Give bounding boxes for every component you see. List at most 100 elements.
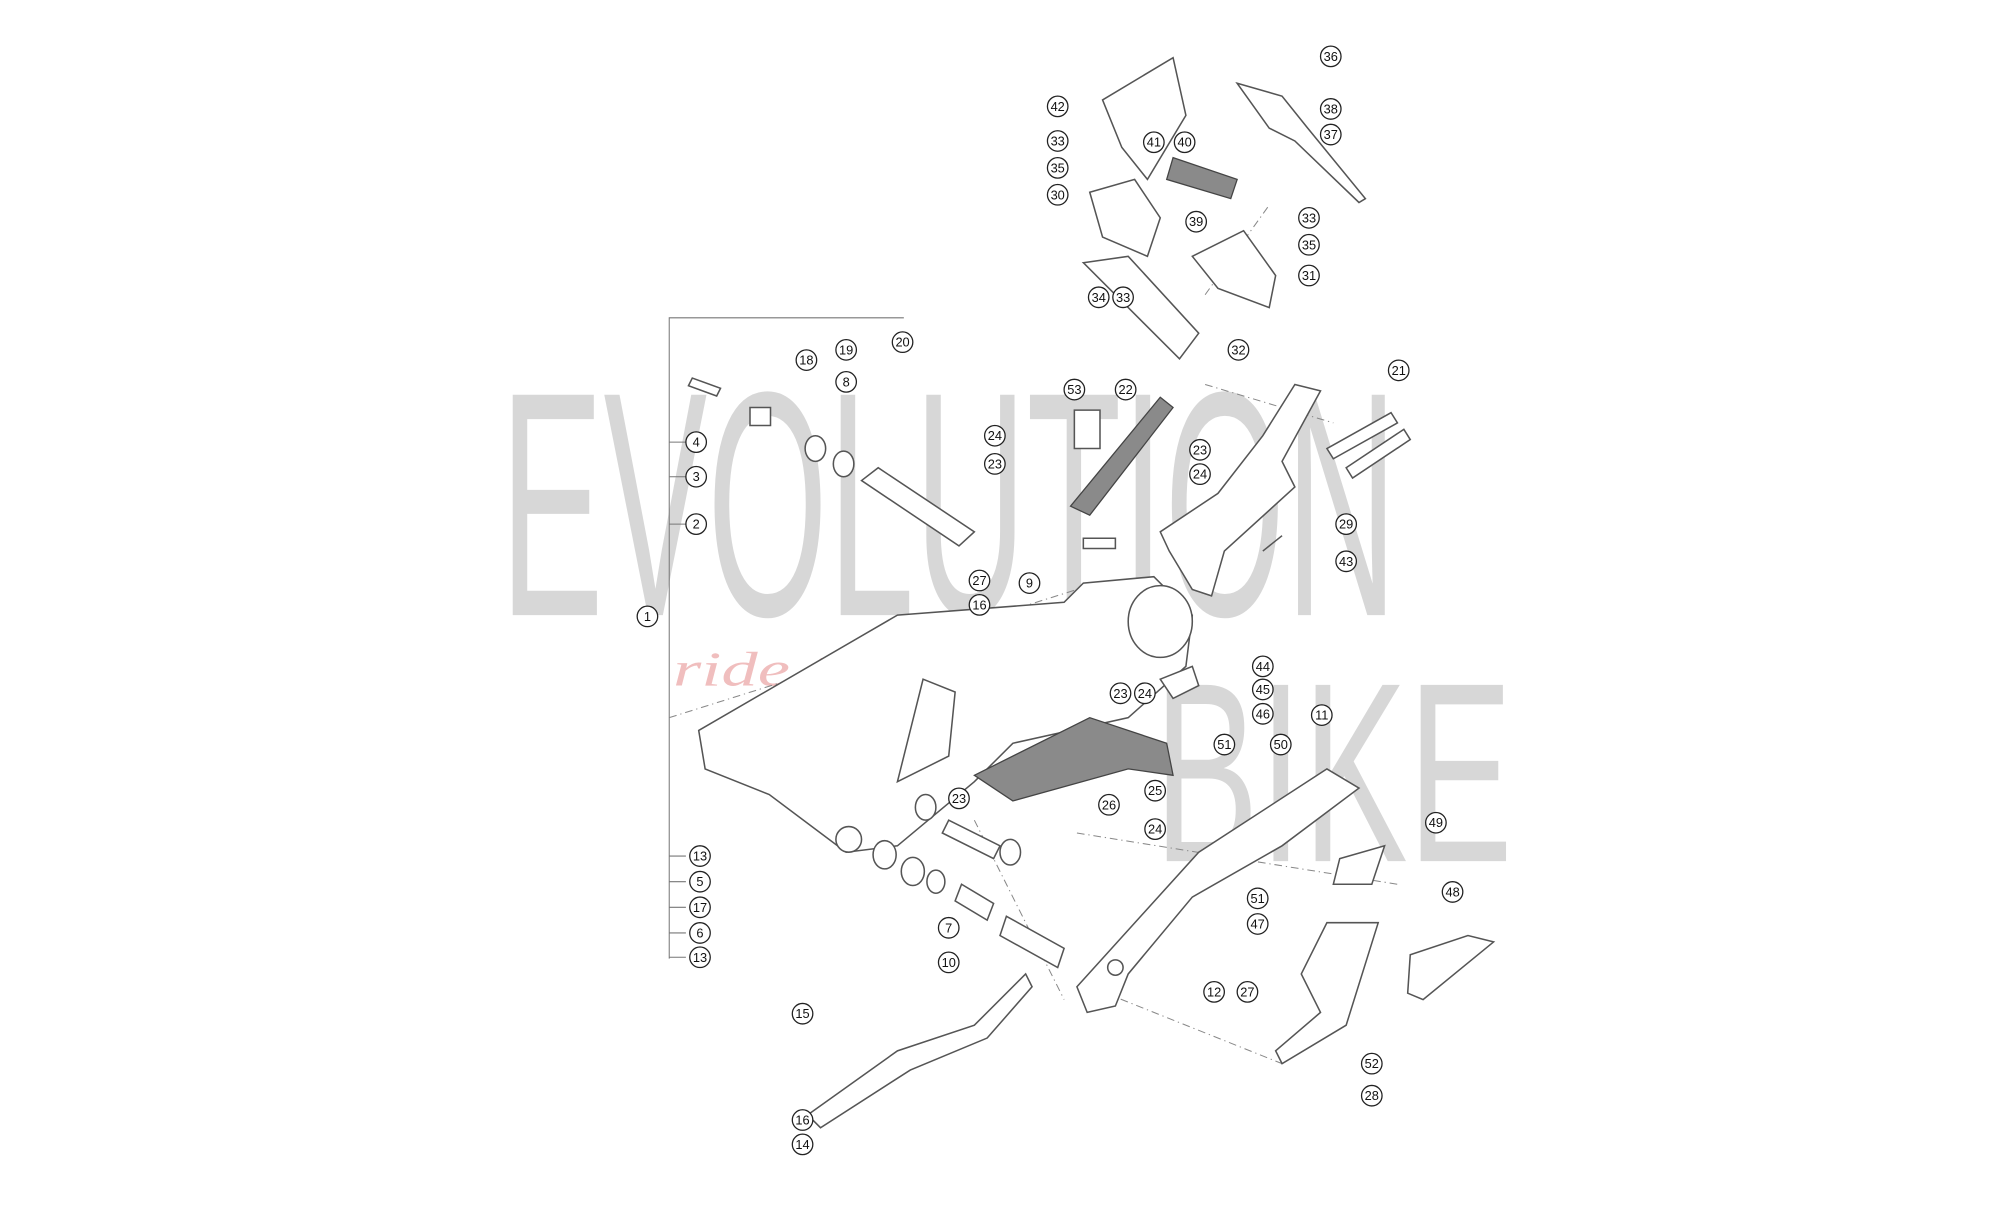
callout-number: 38: [1324, 101, 1338, 116]
callout-43: 43: [1335, 550, 1358, 573]
callout-circle: [1251, 702, 1274, 725]
callout-circle: [948, 787, 970, 810]
callout-number: 1: [644, 609, 651, 624]
callout-35: 35: [1046, 156, 1069, 179]
callout-number: 3: [693, 469, 700, 484]
callout-circle: [1046, 183, 1069, 206]
callout-number: 50: [1274, 737, 1288, 752]
callout-18: 18: [795, 349, 818, 371]
callout-circle: [689, 845, 711, 867]
callout-circle: [1046, 95, 1069, 118]
callout-circle: [835, 338, 858, 361]
callout-circle: [835, 370, 858, 393]
callout-circle: [1114, 378, 1137, 401]
callout-number: 33: [1302, 210, 1316, 225]
callout-number: 18: [799, 353, 813, 368]
callout-10: 10: [937, 951, 960, 974]
callout-circle: [1425, 811, 1447, 834]
callout-28: 28: [1360, 1084, 1383, 1107]
plate-holder: [1235, 81, 1367, 204]
callout-circle: [1298, 206, 1320, 229]
callout-number: 24: [1138, 686, 1152, 701]
callout-circle: [1087, 286, 1110, 309]
callout-27: 27: [1236, 980, 1259, 1003]
callout-19: 19: [835, 338, 858, 361]
callout-number: 39: [1189, 214, 1203, 229]
callout-number: 21: [1392, 363, 1406, 378]
callout-number: 47: [1251, 916, 1265, 931]
callout-circle: [937, 916, 960, 939]
callout-13: 13: [689, 946, 711, 969]
callout-number: 32: [1231, 342, 1245, 357]
callout-circle: [968, 593, 991, 616]
callout-circle: [1310, 704, 1333, 726]
callout-number: 9: [1026, 576, 1033, 591]
callout-36: 36: [1319, 45, 1342, 68]
callout-number: 30: [1051, 187, 1065, 202]
callout-number: 17: [693, 900, 707, 915]
callout-circle: [1269, 733, 1292, 756]
callout-circle: [791, 1002, 814, 1025]
callout-circle: [795, 349, 818, 371]
callout-number: 25: [1148, 783, 1162, 798]
callout-circle: [1189, 438, 1211, 461]
callout-51: 51: [1246, 887, 1269, 910]
callout-24: 24: [1189, 463, 1211, 486]
swingarm-body: [697, 575, 1194, 854]
callout-46: 46: [1251, 702, 1274, 725]
callout-number: 12: [1207, 984, 1221, 999]
callout-number: 33: [1051, 133, 1065, 148]
callout-48: 48: [1441, 881, 1464, 903]
callout-31: 31: [1298, 264, 1320, 287]
callout-32: 32: [1227, 338, 1250, 361]
callout-number: 5: [696, 874, 703, 889]
callout-circle: [1246, 913, 1269, 935]
callout-number: 28: [1365, 1088, 1379, 1103]
callout-circle: [1335, 513, 1358, 536]
callout-13: 13: [689, 845, 711, 867]
callout-circle: [689, 896, 711, 919]
callout-22: 22: [1114, 378, 1137, 401]
chain-guard-lower: [1076, 768, 1361, 1014]
callout-number: 33: [1116, 290, 1130, 305]
callout-number: 53: [1067, 382, 1081, 397]
callout-number: 26: [1102, 797, 1116, 812]
callout-circle: [1441, 881, 1464, 903]
callout-number: 49: [1429, 815, 1443, 830]
callout-38: 38: [1319, 98, 1342, 120]
callout-circle: [1251, 678, 1274, 701]
callout-number: 13: [693, 849, 707, 864]
callout-9: 9: [1018, 572, 1041, 594]
subframe-bracket: [1159, 383, 1322, 597]
callout-circle: [1109, 682, 1132, 705]
callout-circle: [685, 513, 708, 536]
callout-circle: [636, 605, 659, 628]
callout-number: 31: [1302, 268, 1316, 283]
callout-16: 16: [968, 593, 991, 616]
callout-number: 24: [988, 428, 1002, 443]
callout-number: 20: [895, 335, 909, 350]
callout-3: 3: [685, 465, 708, 488]
callout-23: 23: [1109, 682, 1132, 705]
callout-8: 8: [835, 370, 858, 393]
callout-4: 4: [685, 431, 708, 454]
chain-slider: [973, 716, 1174, 802]
callout-number: 13: [693, 950, 707, 965]
callout-circle: [685, 431, 708, 454]
callout-number: 16: [972, 597, 986, 612]
callout-21: 21: [1387, 359, 1410, 382]
callout-number: 34: [1092, 290, 1106, 305]
callout-number: 16: [795, 1113, 809, 1128]
callout-number: 2: [693, 517, 700, 532]
callout-circle: [1298, 264, 1320, 287]
callout-circle: [1335, 550, 1358, 573]
callout-29: 29: [1335, 513, 1358, 536]
callout-number: 23: [988, 456, 1002, 471]
callout-number: 6: [696, 925, 703, 940]
callout-number: 45: [1256, 682, 1270, 697]
callout-39: 39: [1185, 210, 1208, 233]
callout-number: 11: [1315, 708, 1328, 723]
callout-23: 23: [983, 453, 1006, 475]
callout-circle: [968, 569, 991, 592]
